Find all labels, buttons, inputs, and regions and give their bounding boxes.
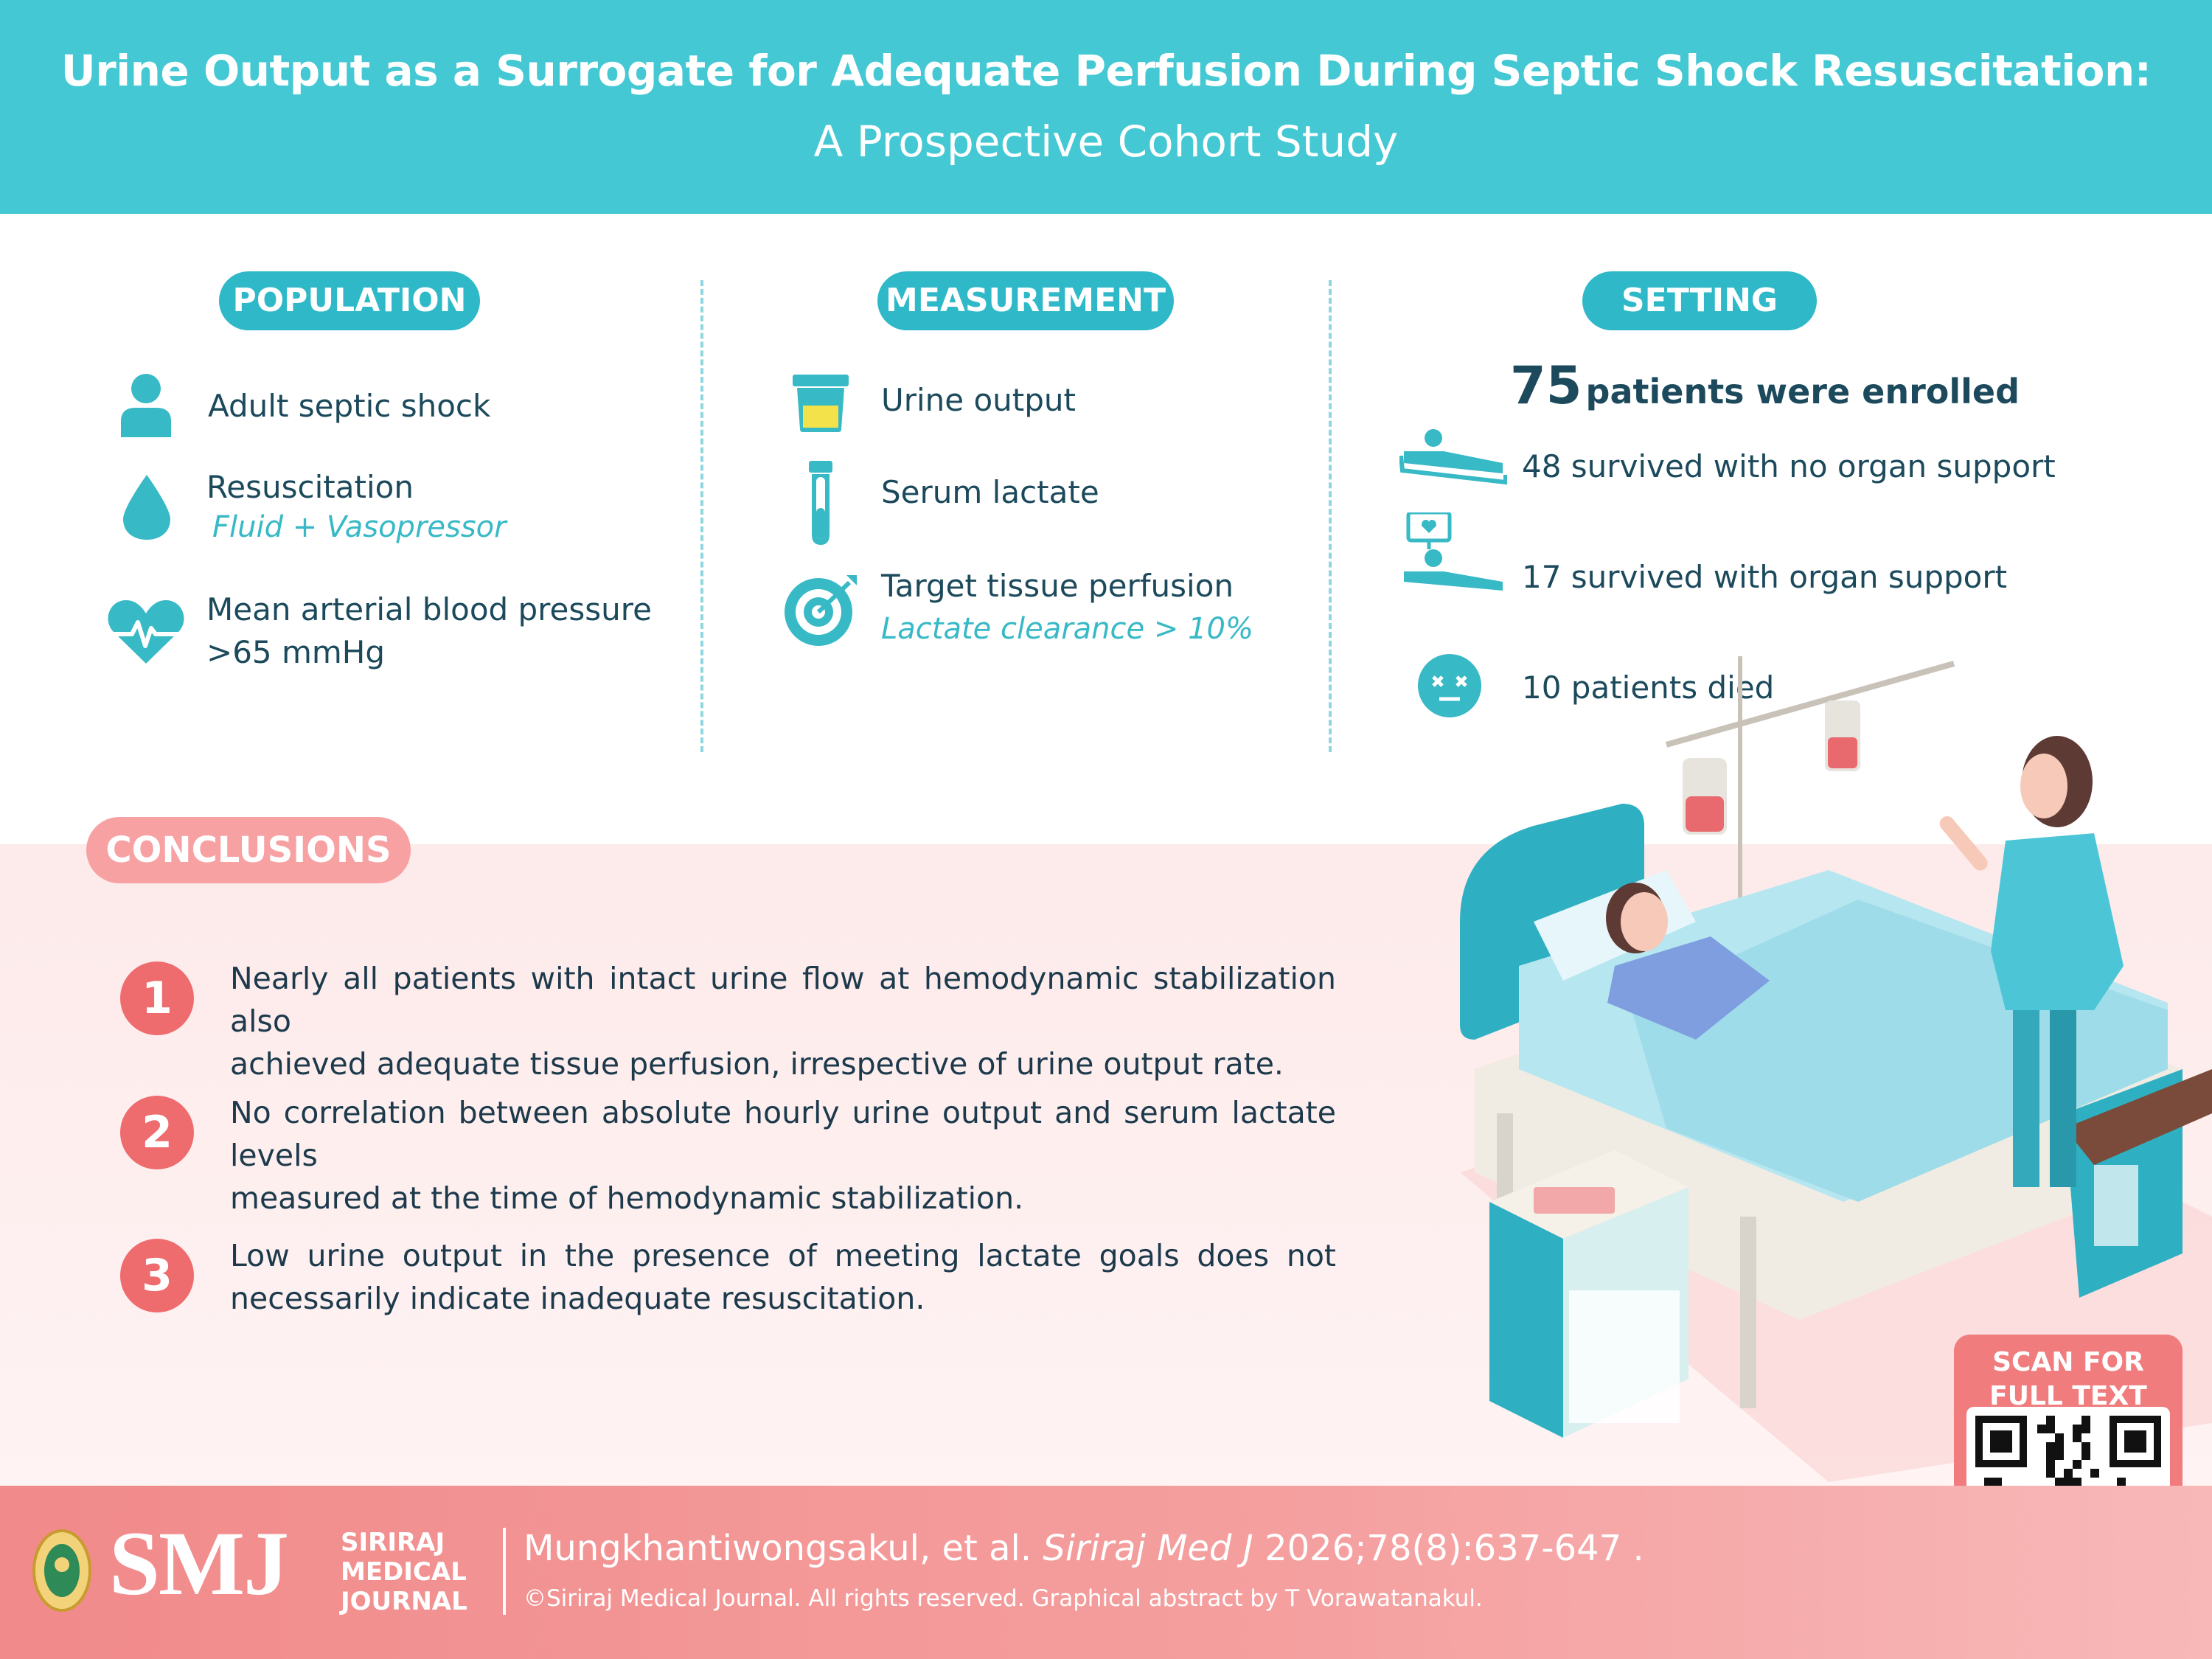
smj-logo-letters: SMJ: [109, 1513, 289, 1614]
conclusion-1-line2: achieved adequate tissue perfusion, irre…: [230, 1046, 1284, 1082]
enrolled-summary: 75 patients were enrolled: [1510, 355, 2020, 416]
citation-authors: Mungkhantiwongsakul, et al.: [524, 1528, 1032, 1569]
column-divider: [700, 280, 703, 752]
setting-item-1: 48 survived with no organ support: [1522, 448, 2056, 484]
heart-pulse-icon: [108, 600, 184, 664]
copyright-text: ©Siriraj Medical Journal. All rights res…: [524, 1585, 1483, 1612]
qr-module: [2081, 1442, 2090, 1451]
test-tube-icon: [809, 461, 832, 545]
qr-module: [2046, 1416, 2055, 1425]
conclusion-item-2: No correlation between absolute hourly u…: [230, 1091, 1336, 1220]
citation: Mungkhantiwongsakul, et al. Siriraj Med …: [524, 1528, 1644, 1569]
footer-band: [0, 1486, 2212, 1659]
conclusion-number-1: 1: [120, 961, 194, 1035]
qr-module: [2073, 1433, 2081, 1442]
population-item-3: Mean arterial blood pressure: [206, 591, 652, 627]
qr-module: [2055, 1478, 2064, 1486]
measurement-item-1: Urine output: [881, 382, 1077, 418]
population-item-1: Adult septic shock: [208, 388, 491, 424]
qr-caption-line2: FULL TEXT: [1989, 1381, 2147, 1411]
qr-module: [2064, 1469, 2073, 1478]
header-banner: [0, 0, 2212, 214]
urine-cup-icon: [793, 375, 849, 432]
qr-module: [2046, 1460, 2055, 1469]
conclusion-item-3: Low urine output in the presence of meet…: [230, 1234, 1336, 1320]
qr-module: [2090, 1469, 2099, 1478]
siriraj-seal-logo: [32, 1529, 91, 1612]
measurement-item-3-sub: Lactate clearance > 10%: [881, 612, 1253, 646]
journal-name-block: SIRIRAJ MEDICAL JOURNAL: [341, 1528, 467, 1616]
setting-label: SETTING: [1582, 271, 1817, 330]
setting-item-2: 17 survived with organ support: [1522, 559, 2008, 595]
qr-module: [2055, 1451, 2064, 1460]
qr-caption: SCAN FOR FULL TEXT: [1954, 1346, 2183, 1413]
conclusion-number-2: 2: [120, 1096, 194, 1169]
qr-module: [2046, 1442, 2055, 1451]
population-item-2: Resuscitation: [206, 469, 414, 505]
patient-monitor-icon: [1404, 512, 1503, 591]
conclusion-number-3: 3: [120, 1239, 194, 1312]
conclusion-1-line1: Nearly all patients with intact urine fl…: [230, 961, 1336, 1039]
measurement-item-2: Serum lactate: [881, 474, 1099, 510]
setting-item-3: 10 patients died: [1522, 669, 1775, 706]
conclusion-2-line2: measured at the time of hemodynamic stab…: [230, 1180, 1024, 1216]
journal-name-line2: MEDICAL: [341, 1557, 467, 1587]
qr-module: [2055, 1442, 2064, 1451]
qr-module: [2037, 1425, 2046, 1433]
measurement-item-3: Target tissue perfusion: [881, 568, 1234, 604]
qr-module: [2081, 1416, 2090, 1425]
population-item-3-line2: >65 mmHg: [206, 634, 386, 670]
qr-caption-line1: SCAN FOR: [1992, 1347, 2144, 1377]
qr-module: [2117, 1478, 2126, 1486]
conclusion-3-line1: Low urine output in the presence of meet…: [230, 1238, 1336, 1273]
journal-name-line3: JOURNAL: [341, 1587, 467, 1616]
column-divider: [1329, 280, 1332, 752]
page-title: Urine Output as a Surrogate for Adequate…: [60, 46, 2152, 96]
footer-divider: [503, 1528, 506, 1615]
patient-lying-icon: [1399, 429, 1507, 485]
measurement-label: MEASUREMENT: [877, 271, 1174, 330]
hospital-bed-illustration: [1460, 656, 2212, 1482]
qr-module: [1993, 1478, 2002, 1486]
qr-module: [2046, 1469, 2055, 1478]
target-icon: [785, 575, 857, 646]
person-icon: [121, 374, 171, 437]
population-label: POPULATION: [219, 271, 480, 330]
enrolled-number: 75: [1510, 355, 1582, 416]
qr-module: [1984, 1478, 1993, 1486]
qr-module: [2081, 1451, 2090, 1460]
conclusion-item-1: Nearly all patients with intact urine fl…: [230, 957, 1336, 1085]
page-subtitle: A Prospective Cohort Study: [813, 116, 1399, 167]
conclusion-3-line2: necessarily indicate inadequate resuscit…: [230, 1281, 925, 1316]
dead-face-icon: [1418, 654, 1481, 717]
qr-module: [2046, 1425, 2055, 1433]
population-item-2-sub: Fluid + Vasopressor: [212, 510, 507, 544]
drop-icon: [123, 475, 170, 540]
qr-module: [2055, 1433, 2064, 1442]
enrolled-text: patients were enrolled: [1585, 372, 2020, 411]
citation-reference: 2026;78(8):637-647 .: [1265, 1528, 1644, 1569]
conclusion-2-line1: No correlation between absolute hourly u…: [230, 1095, 1336, 1173]
qr-module: [2046, 1451, 2055, 1460]
qr-module: [2081, 1425, 2090, 1433]
journal-name-line1: SIRIRAJ: [341, 1528, 445, 1557]
qr-module: [2073, 1460, 2081, 1469]
conclusions-label: CONCLUSIONS: [86, 817, 411, 883]
citation-journal: Siriraj Med J: [1043, 1528, 1253, 1569]
qr-module: [2064, 1478, 2073, 1486]
qr-module: [2073, 1478, 2081, 1486]
qr-module: [2073, 1425, 2081, 1433]
